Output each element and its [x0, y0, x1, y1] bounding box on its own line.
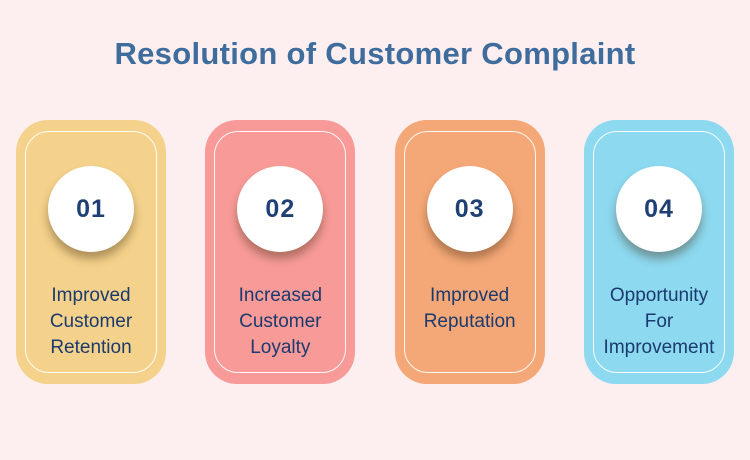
number-circle: 03 [426, 166, 513, 252]
card-label: Improved Reputation [423, 285, 516, 332]
number-circle: 04 [615, 166, 702, 252]
card-improved-customer-retention: 01 Improved Customer Retention [16, 120, 166, 384]
number-circle: 01 [48, 166, 134, 252]
card-label: Opportunity For Improvement [603, 285, 715, 358]
card-number: 04 [644, 194, 674, 223]
number-circle: 02 [237, 166, 324, 252]
card-label: Increased Customer Loyalty [238, 285, 323, 358]
card-improved-reputation: 03 Improved Reputation [394, 120, 545, 384]
card-number: 03 [454, 194, 485, 223]
card-number: 01 [76, 194, 106, 223]
card-label: Improved Customer Retention [49, 285, 133, 358]
page-title: Resolution of Customer Complaint [114, 36, 636, 71]
card-opportunity-for-improvement: 04 Opportunity For Improvement [583, 120, 734, 384]
cards-row: 01 Improved Customer Retention 02 Increa… [0, 120, 750, 384]
card-number: 02 [265, 194, 296, 223]
card-increased-customer-loyalty: 02 Increased Customer Loyalty [205, 120, 356, 384]
